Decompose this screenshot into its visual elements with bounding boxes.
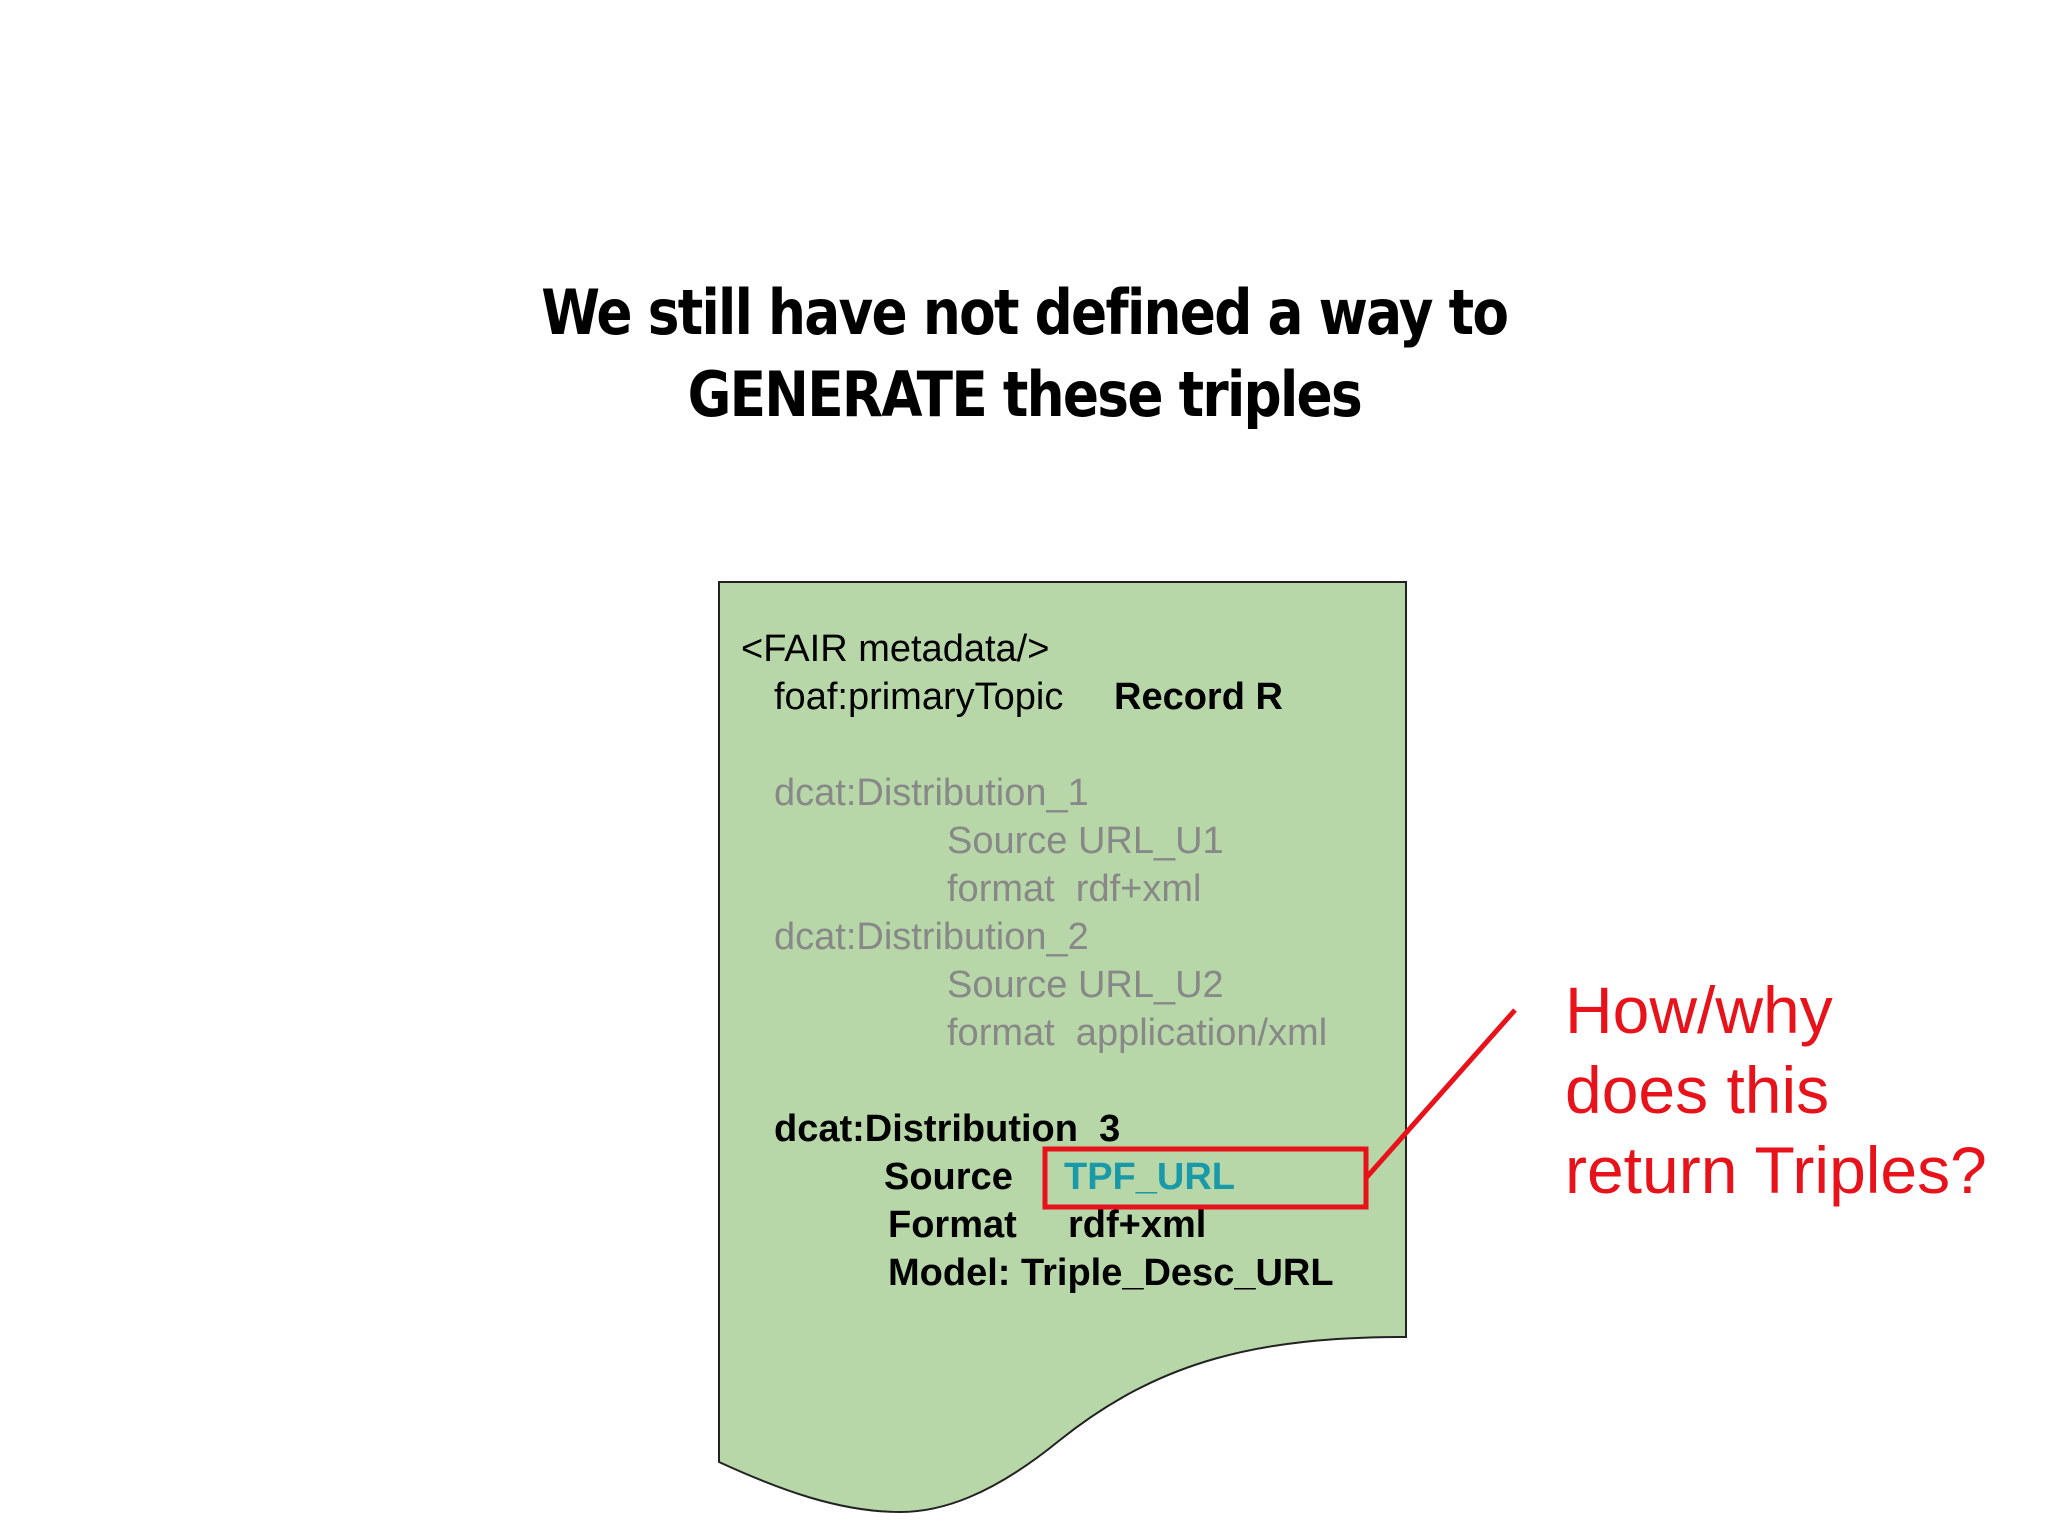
distribution-1-name: dcat:Distribution_1: [774, 772, 1089, 814]
distribution-1-format: format rdf+xml: [947, 868, 1202, 910]
distribution-3-name: dcat:Distribution 3: [774, 1108, 1121, 1150]
distribution-3-format-value: rdf+xml: [1068, 1204, 1207, 1246]
document-shape: [718, 581, 1407, 1514]
callout-line: [1364, 1008, 1517, 1180]
distribution-2-name: dcat:Distribution_2: [774, 916, 1089, 958]
primary-topic-key: foaf:primaryTopic: [774, 676, 1064, 718]
distribution-2-source: Source URL_U2: [947, 964, 1224, 1006]
distribution-3-source-value: TPF_URL: [1064, 1156, 1235, 1198]
distribution-1-source: Source URL_U1: [947, 820, 1224, 862]
annotation-line-1: How/why: [1565, 973, 1833, 1047]
annotation-line-2: does this: [1565, 1053, 1830, 1127]
title-line-2: GENERATE these triples: [687, 358, 1363, 431]
fair-metadata-header: <FAIR metadata/>: [741, 628, 1050, 670]
annotation-line-3: return Triples?: [1565, 1133, 1987, 1207]
callout-annotation: How/why does this return Triples?: [1565, 970, 1987, 1210]
distribution-3-format-key: Format: [888, 1204, 1017, 1246]
distribution-3-source-key: Source: [884, 1156, 1013, 1198]
distribution-2-format: format application/xml: [947, 1012, 1328, 1054]
title-line-1: We still have not defined a way to: [541, 276, 1509, 349]
distribution-3-model: Model: Triple_Desc_URL: [888, 1252, 1334, 1294]
primary-topic-value: Record R: [1114, 676, 1283, 718]
slide-title: We still have not defined a way to GENER…: [144, 272, 1905, 436]
